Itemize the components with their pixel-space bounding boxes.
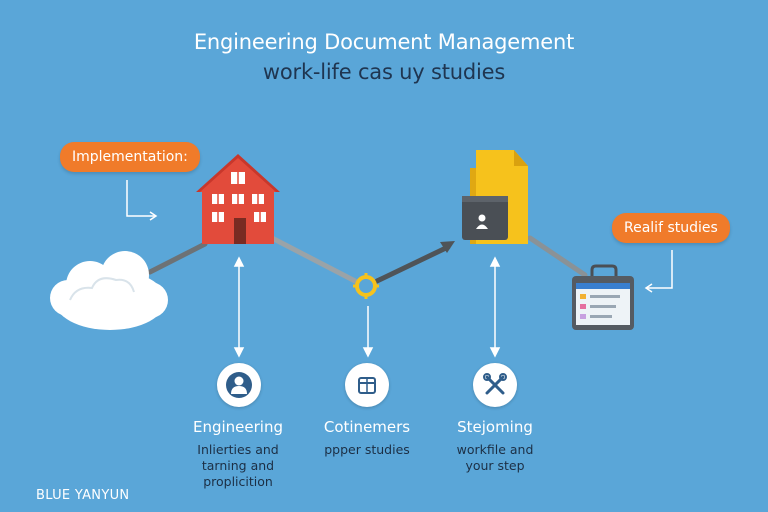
column-heading: Stejoming [457, 418, 533, 436]
column-text-line: workfile and [456, 442, 534, 457]
house-icon [196, 154, 280, 244]
brand-label: BLUE YANYUN [36, 488, 130, 503]
folder-icon [462, 150, 528, 244]
callout-arrow-right [644, 250, 673, 293]
person-icon [217, 363, 261, 407]
page-subtitle: work-life cas uy studies [262, 60, 506, 84]
real-studies-callout: Realif studies [612, 213, 730, 243]
column-stejoming: Stejoming workfile and your step [425, 418, 565, 474]
gear-node [353, 273, 379, 299]
box-icon [345, 363, 389, 407]
callout-arrow-left [126, 180, 158, 221]
column-text-line: tarning and [201, 458, 275, 473]
implementation-callout: Implementation: [60, 142, 200, 172]
briefcase-icon [572, 264, 634, 330]
column-cotinemers: Cotinemers ppper studies [297, 418, 437, 458]
column-heading: Engineering [193, 418, 283, 436]
cloud-icon [50, 251, 168, 330]
tools-icon [473, 363, 517, 407]
flow-connectors [147, 235, 588, 284]
column-text-line: ppper studies [324, 442, 410, 457]
column-text-line: proplicition [203, 474, 273, 489]
vertical-connectors [233, 256, 501, 358]
column-heading: Cotinemers [323, 418, 411, 436]
column-engineering: Engineering Inlierties and tarning and p… [168, 418, 308, 490]
column-text-line: Inlierties and [197, 442, 279, 457]
column-text-line: your step [465, 458, 525, 473]
page-title: Engineering Document Management [193, 30, 575, 54]
